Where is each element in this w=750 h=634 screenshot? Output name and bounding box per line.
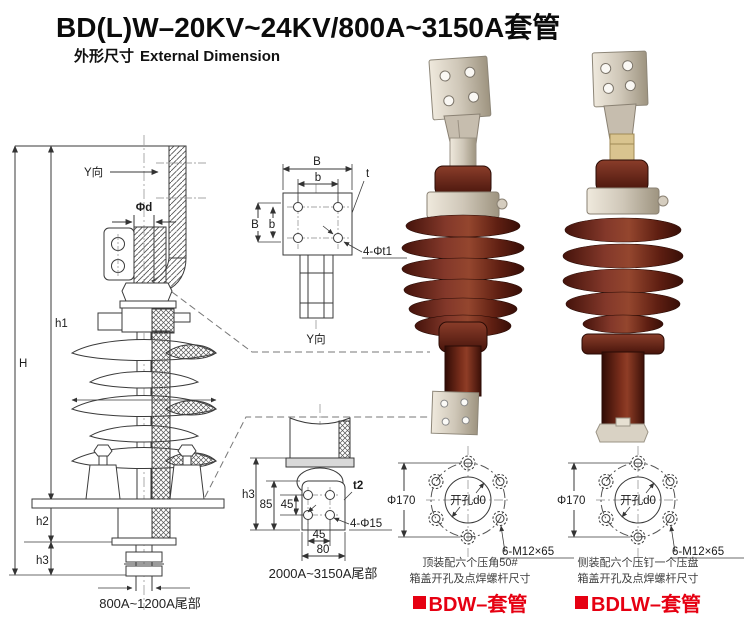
bdlw-sheds bbox=[562, 217, 684, 334]
tail-detail-caption: 2000A~3150A尾部 bbox=[268, 566, 378, 581]
section-title-en: External Dimension bbox=[140, 48, 281, 65]
drill-note-left: 顶装配六个压角50# 箱盖开孔及点焊螺杆尺寸 bbox=[388, 556, 552, 588]
dim-phi-170: Φ170 bbox=[557, 495, 585, 507]
center-hole-label: 开孔d0 bbox=[620, 494, 656, 507]
dim-t2: t2 bbox=[353, 480, 363, 492]
section-title-zh: 外形尺寸 bbox=[74, 48, 135, 65]
dim-h3-tail: h3 bbox=[242, 489, 255, 501]
dim-b-side: b bbox=[269, 219, 275, 231]
dim-h1: h1 bbox=[55, 318, 68, 330]
dim-B-top: B bbox=[313, 156, 321, 168]
product-photo-bdw bbox=[401, 55, 525, 436]
top-terminal-view-drawing: B b B b t 4-Φt1 Y向 bbox=[249, 156, 407, 346]
product-label-bdw: BDW–套管 bbox=[388, 588, 552, 617]
drill-pattern-diagram-right: Φ170 开孔d0 6-M12×65 bbox=[557, 446, 744, 559]
bdlw-terminal-plate bbox=[591, 50, 649, 108]
dim-45-vertical: 45 bbox=[281, 499, 294, 511]
page-title: BD(L)W–20KV~24KV/800A~3150A套管 bbox=[56, 12, 561, 43]
drill-note-left-line2: 箱盖开孔及点焊螺杆尺寸 bbox=[409, 572, 531, 585]
red-square-bullet bbox=[575, 596, 588, 609]
dim-H: H bbox=[19, 358, 27, 370]
dim-phi-170: Φ170 bbox=[387, 495, 415, 507]
dim-85: 85 bbox=[260, 499, 273, 511]
dim-h3: h3 bbox=[36, 555, 49, 567]
product-label-bdlw-text: BDLW–套管 bbox=[591, 594, 701, 616]
bolt-spec-label: 6-M12×65 bbox=[502, 546, 554, 558]
red-square-bullet bbox=[412, 596, 426, 609]
bolt-spec-label: 6-M12×65 bbox=[672, 546, 724, 558]
drill-note-right-line1: 侧装配六个压钉一个压盘 bbox=[577, 557, 699, 569]
drill-note-right: 侧装配六个压钉一个压盘 箱盖开孔及点焊螺杆尺寸 bbox=[556, 556, 720, 588]
left-drawing-caption: 800A~1200A尾部 bbox=[99, 596, 201, 611]
drill-note-right-line2: 箱盖开孔及点焊螺杆尺寸 bbox=[577, 572, 699, 585]
drill-note-left-line1: 顶装配六个压角50# bbox=[422, 557, 518, 569]
bolt-holes bbox=[598, 455, 678, 545]
product-label-bdw-text: BDW–套管 bbox=[428, 594, 528, 616]
dim-4-phi-t1: 4-Φt1 bbox=[363, 246, 392, 258]
bolt-holes bbox=[428, 455, 508, 545]
tail-detail-drawing: h3 85 45 t2 4-Φ15 45 80 bbox=[242, 404, 392, 561]
dim-b-top: b bbox=[315, 172, 321, 184]
dim-h2: h2 bbox=[36, 516, 49, 528]
section-title: 外形尺寸 External Dimension bbox=[74, 45, 280, 66]
dim-45-horizontal: 45 bbox=[313, 529, 326, 541]
bdw-bottom-plate bbox=[430, 390, 480, 436]
drill-pattern-diagram-left: Φ170 开孔d0 6-M12×65 bbox=[387, 446, 574, 559]
product-label-bdlw: BDLW–套管 bbox=[556, 588, 720, 617]
center-hole-label: 开孔d0 bbox=[450, 494, 486, 507]
dim-t: t bbox=[366, 168, 370, 180]
y-direction-label: Y向 bbox=[84, 165, 103, 179]
dim-80: 80 bbox=[317, 544, 330, 556]
bdw-sheds bbox=[401, 214, 525, 338]
bdw-terminal-plate bbox=[428, 55, 492, 121]
dim-phi-d: Φd bbox=[136, 202, 152, 214]
y-direction-caption: Y向 bbox=[306, 332, 325, 346]
dim-B-side: B bbox=[251, 219, 259, 231]
product-photo-bdlw bbox=[562, 50, 684, 443]
bushing-section-drawing: H h1 h2 h3 Φd Y向 bbox=[9, 135, 225, 610]
dim-4-phi-15: 4-Φ15 bbox=[350, 518, 382, 530]
